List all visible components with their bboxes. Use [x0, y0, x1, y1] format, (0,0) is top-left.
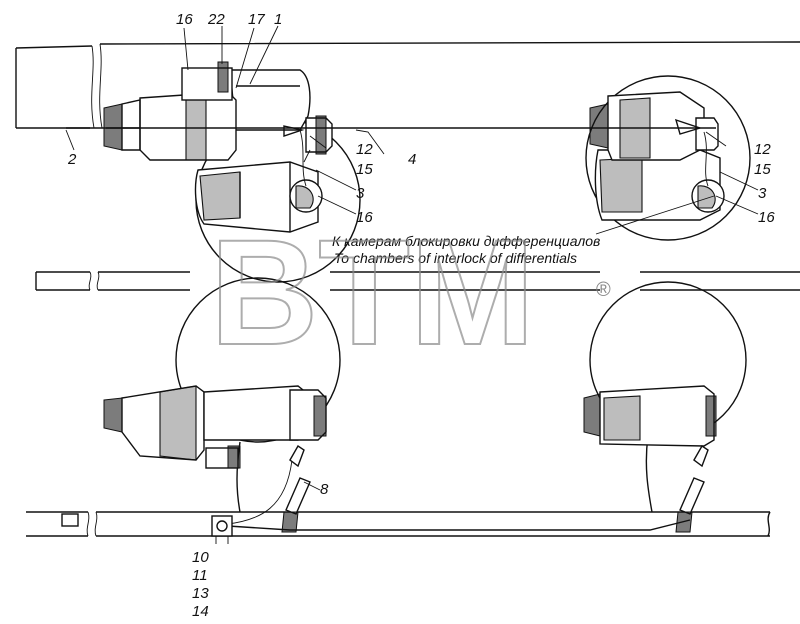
lower-frame-rail [26, 511, 771, 537]
callout-2: 2 [67, 151, 77, 168]
callout-4: 4 [408, 151, 416, 168]
upper-right-axle [585, 75, 751, 241]
callout-3-left: 3 [356, 185, 365, 202]
callout-8: 8 [320, 481, 329, 498]
lower-right-axle [583, 281, 747, 513]
callout-12-left: 12 [356, 141, 373, 158]
callout-16-top: 16 [176, 11, 193, 28]
callout-15-left: 15 [356, 161, 373, 178]
frame-bracket [61, 513, 79, 527]
callout-11: 11 [192, 567, 208, 584]
valve-10 [211, 515, 233, 544]
annotation: К камерам блокировки дифференциалов To c… [332, 233, 600, 266]
callout-16-left: 16 [356, 209, 373, 226]
upper-left-axle [103, 61, 361, 283]
callout-17: 17 [248, 11, 265, 28]
watermark-logo: BTM ® [209, 207, 611, 377]
callout-16-right: 16 [758, 209, 775, 226]
callout-1: 1 [274, 11, 282, 28]
middle-frame-rail [35, 271, 800, 291]
callout-14: 14 [192, 603, 209, 620]
left-chamber-8 [281, 445, 311, 533]
callout-13: 13 [192, 585, 209, 602]
callout-10: 10 [192, 549, 209, 566]
leader-lines [65, 25, 759, 491]
air-lines [66, 127, 716, 531]
watermark-text: BTM [210, 208, 535, 376]
upper-frame-rail [15, 41, 800, 129]
callout-22: 22 [207, 11, 225, 28]
callout-3-right: 3 [758, 185, 767, 202]
callout-12-right: 12 [754, 141, 771, 158]
callout-labels: 16 22 17 1 2 4 12 15 3 16 12 15 3 16 8 1… [67, 11, 775, 620]
right-chamber [675, 445, 709, 533]
callout-15-right: 15 [754, 161, 771, 178]
watermark-registered: ® [596, 279, 611, 301]
lower-left-axle [103, 277, 341, 513]
annotation-english: To chambers of interlock of differential… [334, 250, 577, 266]
annotation-russian: К камерам блокировки дифференциалов [332, 233, 600, 249]
